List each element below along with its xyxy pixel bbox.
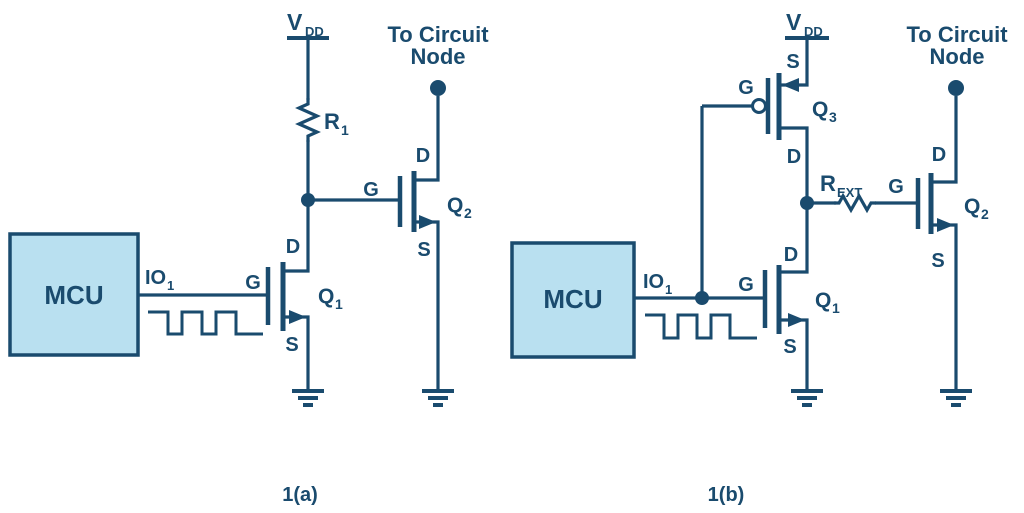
- square-wave: [645, 313, 757, 340]
- q3-drain-wire: [779, 126, 809, 203]
- resistor-rext: [834, 192, 876, 214]
- mcu-label: MCU: [543, 284, 602, 314]
- q2-drain-wire: [414, 96, 440, 182]
- io1-label: IO: [643, 271, 664, 293]
- q3-source-label: S: [786, 51, 799, 73]
- r1-label-sub: 1: [341, 122, 349, 138]
- q1-gate-label: G: [245, 272, 261, 294]
- q1-source-label: S: [783, 336, 796, 358]
- q2-drain-label: D: [932, 144, 946, 166]
- mcu-box: [8, 232, 140, 357]
- circuit-node-terminal: [430, 80, 446, 96]
- vdd-label-sub: DD: [804, 24, 823, 39]
- q2-label-sub: 2: [464, 205, 472, 221]
- circuit-node-terminal: [948, 80, 964, 96]
- q1-ground: [290, 389, 326, 407]
- q2-drain-wire: [931, 96, 958, 184]
- q3-label-sub: 3: [829, 109, 837, 125]
- q2-label: Q: [447, 194, 463, 217]
- junction-dot: [800, 196, 814, 210]
- io1-label-sub: 1: [167, 278, 174, 293]
- q1-drain-label: D: [784, 244, 798, 266]
- square-wave: [148, 310, 263, 336]
- mcu-box: [510, 241, 636, 359]
- circuit-a: V DD R 1 MCU IO 1 G D S Q 1: [8, 9, 489, 506]
- q3-gate-label: G: [738, 77, 754, 99]
- q2-source-arrow: [419, 215, 436, 229]
- io1-label: IO: [145, 267, 166, 289]
- q2-ground: [938, 389, 974, 407]
- q1-label-sub: 1: [832, 300, 840, 316]
- q1-label: Q: [318, 285, 334, 308]
- q2-label-sub: 2: [981, 206, 989, 222]
- q3-source-arrow: [782, 78, 799, 92]
- figure-caption-b: 1(b): [708, 484, 745, 506]
- q1-label: Q: [815, 289, 831, 312]
- q3-drain-label: D: [787, 146, 801, 168]
- q1-source-arrow: [289, 310, 306, 324]
- junction-dot: [301, 193, 315, 207]
- q1-source-arrow: [788, 313, 805, 327]
- q2-source-label: S: [417, 239, 430, 261]
- to-circuit-node-line2: Node: [930, 44, 985, 69]
- q2-gate-label: G: [363, 179, 379, 201]
- vdd-label: V: [786, 9, 802, 35]
- q1-gate-label: G: [738, 274, 754, 296]
- q1-ground: [789, 389, 825, 407]
- q1-label-sub: 1: [335, 296, 343, 312]
- q1-drain-label: D: [286, 236, 300, 258]
- q1-source-label: S: [285, 334, 298, 356]
- q2-label: Q: [964, 195, 980, 218]
- figure-caption-a: 1(a): [282, 484, 318, 506]
- circuit-b: V DD G S D Q 3 R EXT MCU IO 1: [510, 9, 1008, 506]
- io1-label-sub: 1: [665, 282, 672, 297]
- to-circuit-node-line1: To Circuit: [387, 22, 489, 47]
- rext-label: R: [820, 171, 836, 196]
- q2-drain-label: D: [416, 145, 430, 167]
- q2-source-label: S: [931, 250, 944, 272]
- node-to-q1-drain-wire: [780, 203, 809, 274]
- r1-label: R: [324, 109, 340, 134]
- vdd-label-sub: DD: [305, 24, 324, 39]
- to-circuit-node-line1: To Circuit: [906, 22, 1008, 47]
- rail-wire: [283, 140, 310, 273]
- rext-label-sub: EXT: [837, 185, 862, 200]
- q3-label: Q: [812, 98, 828, 121]
- q3-gate-bubble: [751, 98, 767, 114]
- mcu-label: MCU: [44, 280, 103, 310]
- q2-ground: [420, 389, 456, 407]
- q2-gate-label: G: [888, 176, 904, 198]
- io-junction-dot: [695, 291, 709, 305]
- q2-source-arrow: [937, 218, 954, 232]
- to-circuit-node-line2: Node: [411, 44, 466, 69]
- resistor-r1: [295, 98, 321, 142]
- vdd-label: V: [287, 9, 303, 35]
